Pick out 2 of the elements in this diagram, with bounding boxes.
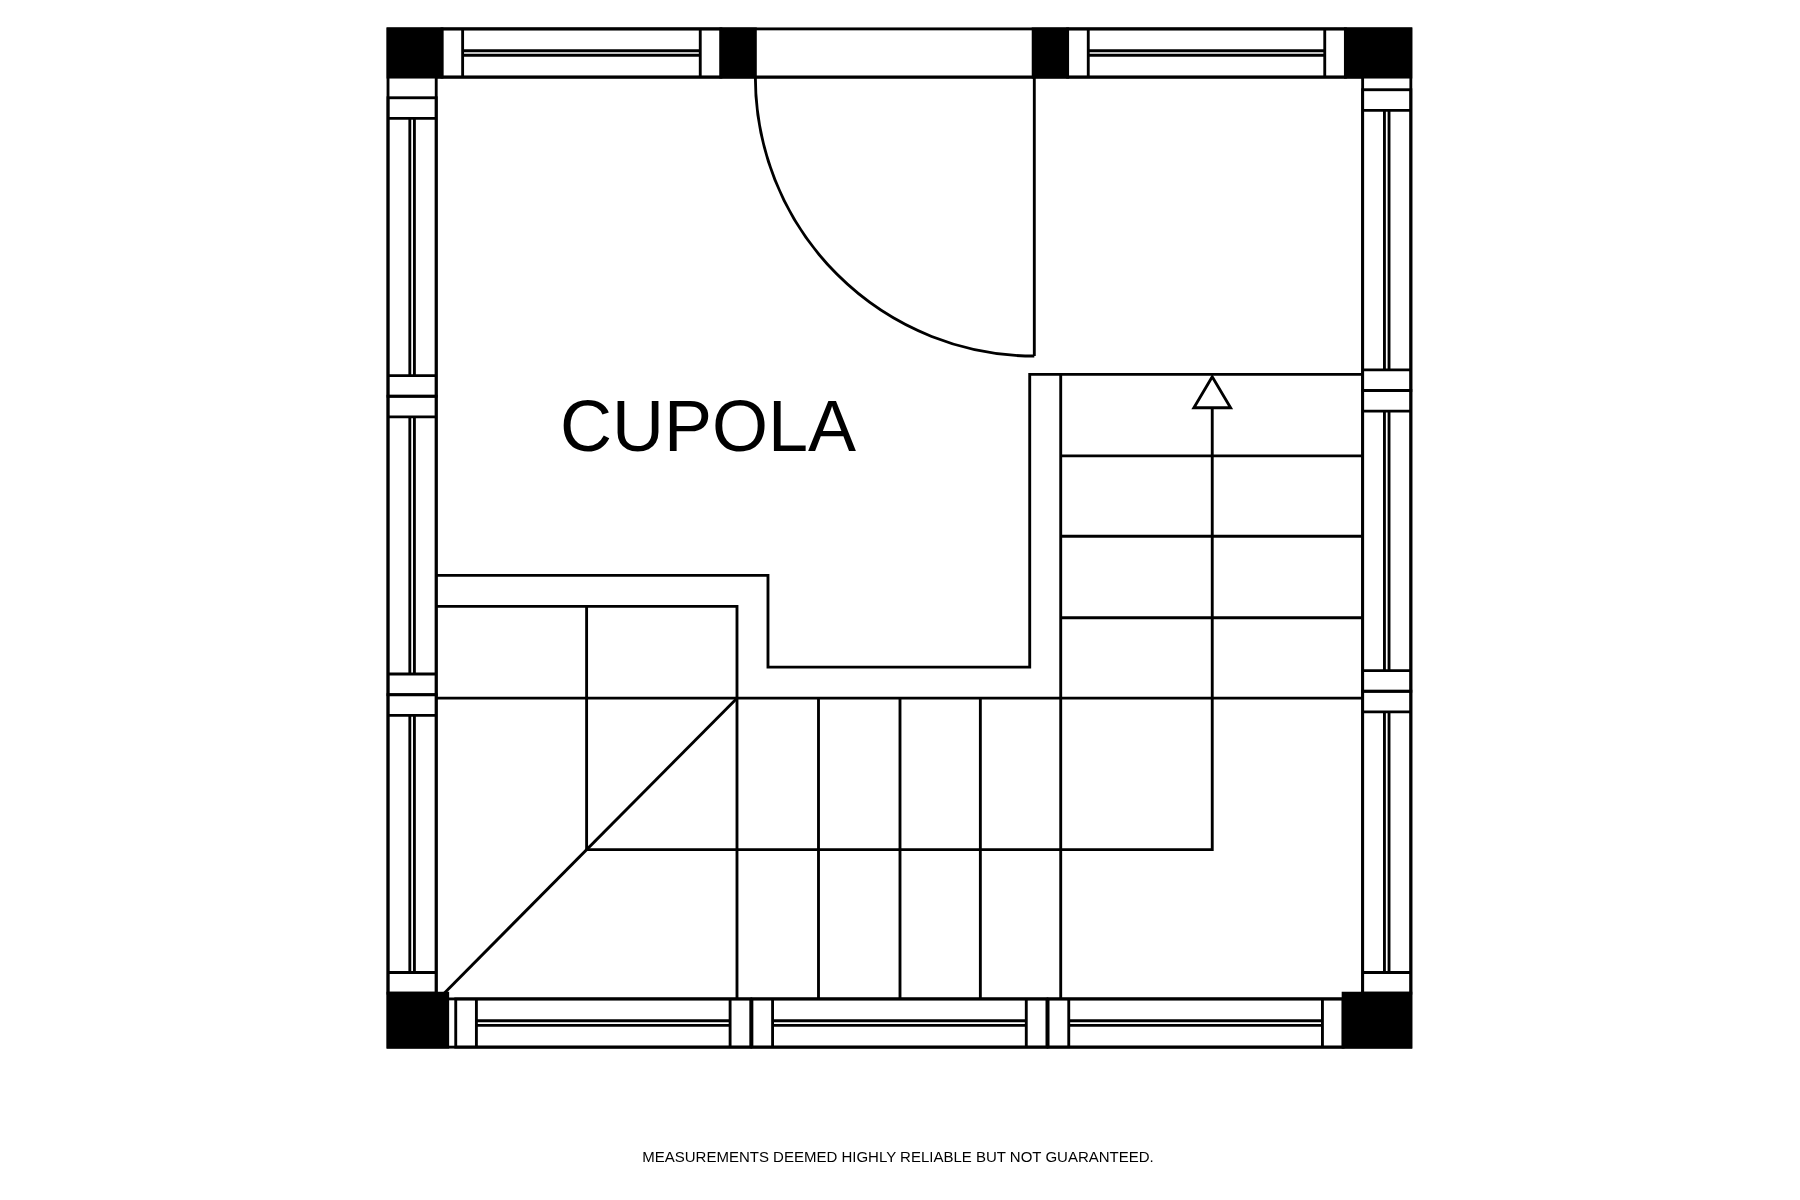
disclaimer-note: MEASUREMENTS DEEMED HIGHLY RELIABLE BUT NOT GUARANTEED.	[642, 1148, 1154, 1165]
room-label: CUPOLA	[560, 385, 857, 467]
